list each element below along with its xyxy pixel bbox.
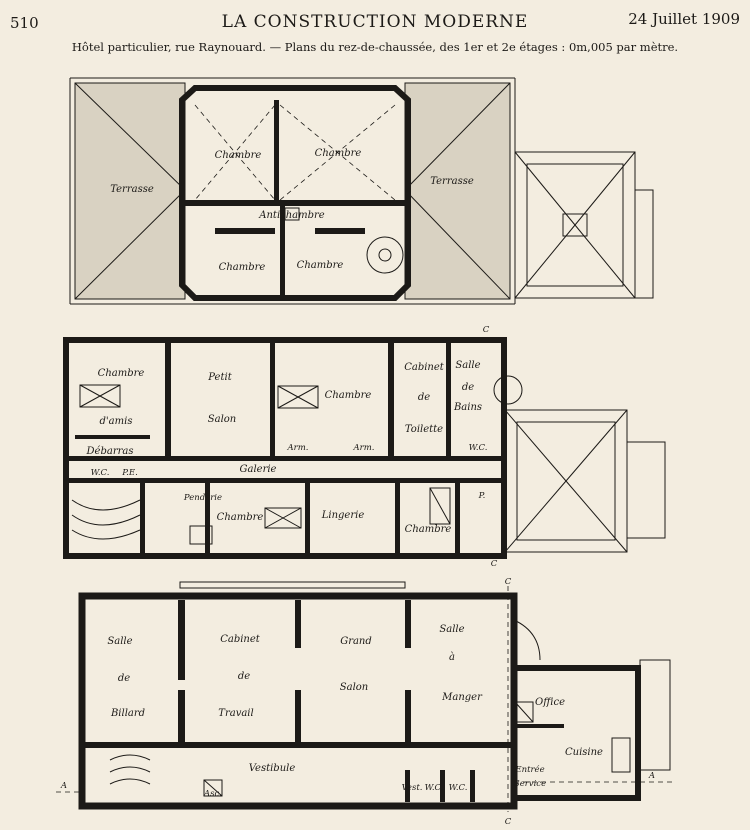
label-toilette: Toilette bbox=[405, 424, 443, 435]
label-cabinet-de: de bbox=[418, 392, 430, 403]
label-asc: Asc. bbox=[203, 789, 222, 799]
page-number: 510 bbox=[10, 14, 39, 32]
label-chambre-amis-1: Chambre bbox=[98, 368, 145, 379]
label-entree: Entrée bbox=[514, 764, 544, 775]
label-p: P. bbox=[478, 491, 486, 501]
label-chambre-amis-2: d'amis bbox=[100, 416, 133, 427]
label-salle-bains-de: de bbox=[462, 382, 474, 393]
label-wc-1: W.C. bbox=[425, 783, 444, 793]
label-vest: Vest. bbox=[402, 783, 423, 793]
label-service: Service bbox=[514, 779, 546, 789]
label-wc-right: W.C. bbox=[469, 443, 488, 453]
label-vestibule: Vestibule bbox=[249, 763, 296, 774]
label-cabinet: Cabinet bbox=[404, 362, 445, 373]
label-salon-1: Salon bbox=[208, 414, 236, 425]
journal-title: LA CONSTRUCTION MODERNE bbox=[221, 12, 529, 32]
label-chambre-bottom: Chambre bbox=[217, 512, 264, 523]
label-section-c-bottom-top: C bbox=[505, 577, 512, 587]
label-terrasse-right: Terrasse bbox=[430, 176, 474, 187]
label-section-c-bottom-bottom: C bbox=[505, 817, 512, 827]
label-section-c-mid-bottom: C bbox=[491, 559, 498, 569]
label-billard-2: de bbox=[118, 673, 130, 684]
issue-date: 24 Juillet 1909 bbox=[628, 10, 740, 28]
plan-ground-floor: Salle de Billard Cabinet de Travail Gran… bbox=[56, 577, 672, 827]
label-wc-left: W.C. bbox=[91, 468, 110, 478]
label-petit-1: Petit bbox=[207, 372, 232, 383]
label-galerie: Galerie bbox=[240, 464, 277, 475]
label-pe: P.E. bbox=[121, 468, 138, 478]
plan-second-floor: Terrasse Terrasse Chambre Chambre Antich… bbox=[69, 77, 654, 305]
label-penderie: Penderie bbox=[183, 493, 222, 503]
label-bains: Bains bbox=[453, 402, 482, 413]
label-manger-1: Salle bbox=[439, 624, 464, 635]
label-salle-bains: Salle bbox=[455, 360, 480, 371]
label-section-a-left: A bbox=[60, 781, 67, 791]
plan-caption: Hôtel particulier, rue Raynouard. — Plan… bbox=[71, 40, 679, 54]
label-arm-1: Arm. bbox=[287, 443, 309, 453]
plan-first-floor: Chambre d'amis Petit Salon Chambre Cabin… bbox=[63, 325, 666, 569]
page-header: 510 LA CONSTRUCTION MODERNE 24 Juillet 1… bbox=[0, 0, 750, 60]
label-cuisine: Cuisine bbox=[565, 747, 603, 758]
label-chambre-top-4: Chambre bbox=[297, 260, 344, 271]
label-travail-1: Cabinet bbox=[220, 634, 261, 645]
label-travail-2: de bbox=[238, 671, 250, 682]
label-section-a-right: A bbox=[648, 771, 655, 781]
label-manger-3: Manger bbox=[441, 692, 483, 703]
label-billard-1: Salle bbox=[107, 636, 132, 647]
label-debarras: Débarras bbox=[86, 446, 134, 457]
label-lingerie: Lingerie bbox=[321, 510, 365, 521]
label-manger-2: à bbox=[449, 652, 455, 663]
label-chambre-bottom-right: Chambre bbox=[405, 524, 452, 535]
label-chambre-mid: Chambre bbox=[325, 390, 372, 401]
label-grand-salon-2: Salon bbox=[340, 682, 368, 693]
label-wc-2: W.C. bbox=[449, 783, 468, 793]
label-antichambre: Antichambre bbox=[258, 210, 325, 221]
label-terrasse-left: Terrasse bbox=[110, 184, 154, 195]
terrace-right bbox=[404, 82, 511, 300]
label-travail-3: Travail bbox=[218, 708, 253, 719]
label-office: Office bbox=[535, 697, 565, 708]
label-chambre-top-2: Chambre bbox=[315, 148, 362, 159]
label-chambre-top-3: Chambre bbox=[219, 262, 266, 273]
label-arm-2: Arm. bbox=[353, 443, 375, 453]
label-billard-3: Billard bbox=[110, 708, 145, 719]
label-chambre-top-1: Chambre bbox=[215, 150, 262, 161]
label-grand-salon-1: Grand bbox=[340, 636, 372, 647]
label-section-c-mid-top: C bbox=[483, 325, 490, 335]
